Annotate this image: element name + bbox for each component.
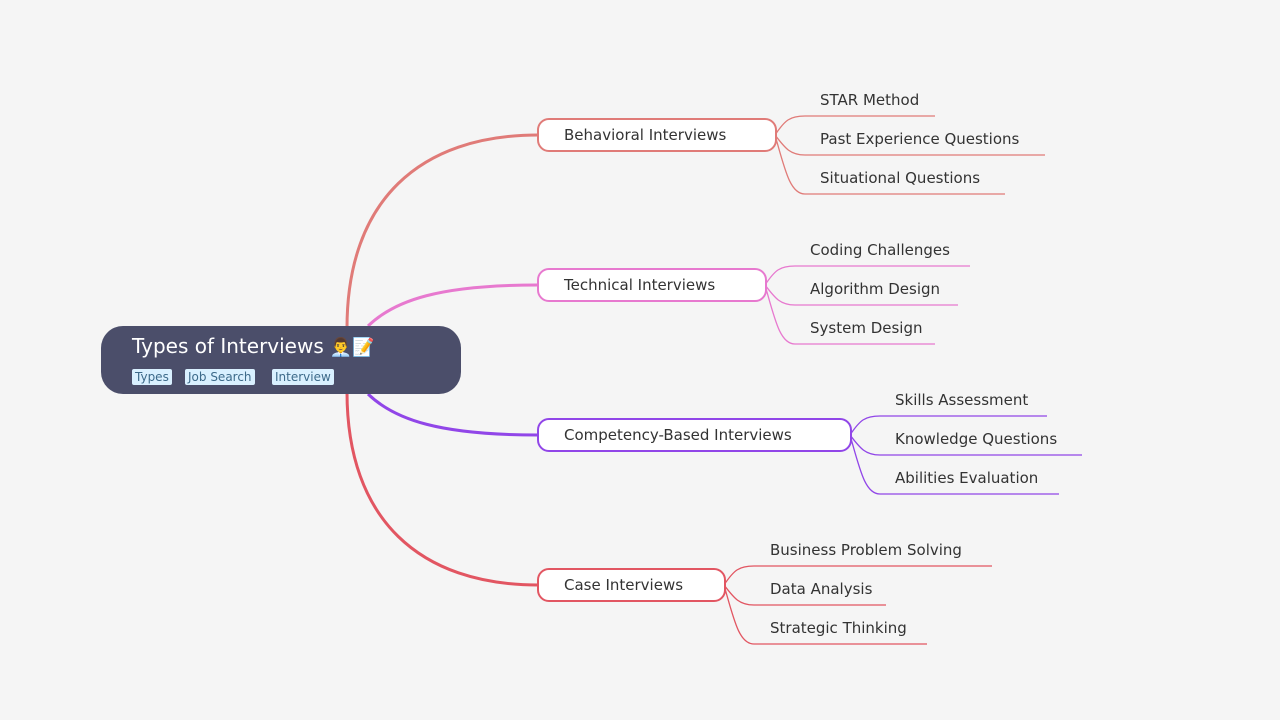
tag-interview[interactable]: Interview [272,369,334,385]
branch-competency-based-interviews[interactable]: Competency-Based Interviews [537,418,852,452]
leaf-star-method[interactable]: STAR Method [820,91,920,109]
leaf-past-experience-questions[interactable]: Past Experience Questions [820,130,1020,148]
tag-job-search[interactable]: Job Search [185,369,255,385]
root-topic-emoji: 👨‍💼📝 [329,337,375,358]
leaf-system-design[interactable]: System Design [810,319,923,337]
connectors-behavioral-children [774,115,1045,195]
connectors-case-children [723,565,992,645]
branch-behavioral-interviews[interactable]: Behavioral Interviews [537,118,777,152]
connectors-competency-children [849,415,1082,495]
leaf-strategic-thinking[interactable]: Strategic Thinking [770,619,907,637]
connector-technical [366,283,539,328]
leaf-situational-questions[interactable]: Situational Questions [820,169,981,187]
leaf-business-problem-solving[interactable]: Business Problem Solving [770,541,962,559]
leaf-data-analysis[interactable]: Data Analysis [770,580,873,598]
leaf-abilities-evaluation[interactable]: Abilities Evaluation [895,469,1039,487]
branch-technical-interviews[interactable]: Technical Interviews [537,268,767,302]
connector-behavioral [345,133,539,329]
root-topic-title: Types of Interviews👨‍💼📝 [132,334,375,358]
leaf-algorithm-design[interactable]: Algorithm Design [810,280,941,298]
leaf-skills-assessment[interactable]: Skills Assessment [895,391,1029,409]
branch-case-interviews[interactable]: Case Interviews [537,568,726,602]
connector-competency [366,392,539,437]
connectors-technical-children [764,265,970,345]
connector-case [345,391,539,587]
tag-types[interactable]: Types [132,369,172,385]
leaf-coding-challenges[interactable]: Coding Challenges [810,241,950,259]
root-topic-label: Types of Interviews [132,334,324,358]
leaf-knowledge-questions[interactable]: Knowledge Questions [895,430,1058,448]
root-topic-node[interactable]: Types of Interviews👨‍💼📝 Types Job Search… [101,326,461,394]
